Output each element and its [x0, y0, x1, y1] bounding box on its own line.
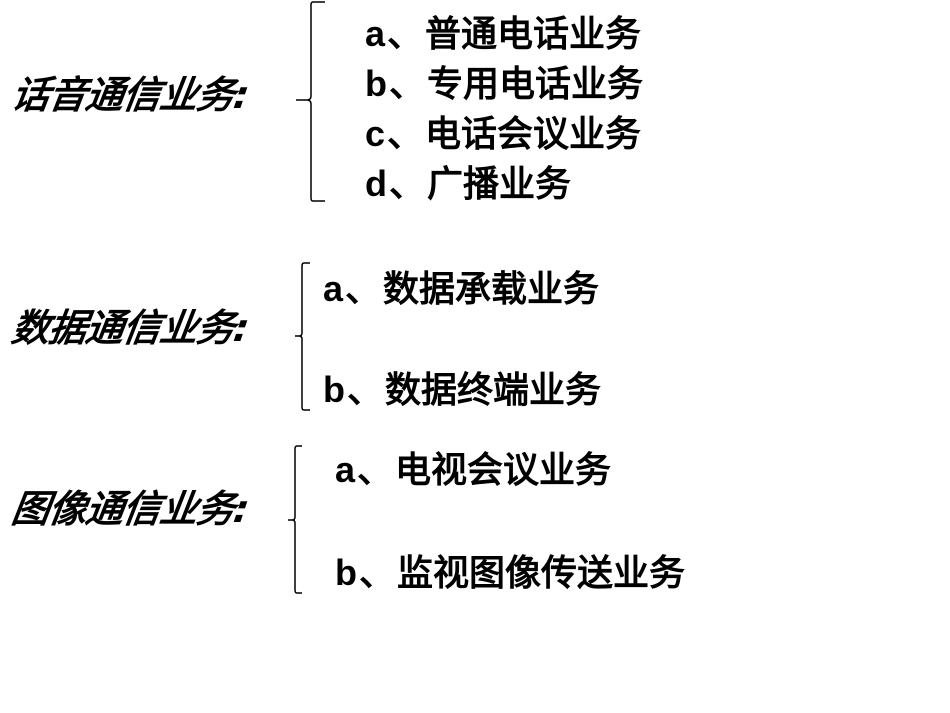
item-marker: c — [365, 113, 386, 154]
item-marker: a — [365, 13, 386, 54]
item-marker: b — [335, 552, 357, 593]
item-text: 电话会议业务 — [425, 114, 642, 155]
item-text: 数据承载业务 — [383, 269, 600, 310]
item-separator: 、 — [387, 14, 424, 55]
item-text: 普通电话业务 — [425, 14, 642, 55]
item-separator: 、 — [357, 450, 394, 491]
list-item-voice-a: a、普通电话业务 — [365, 16, 641, 53]
list-item-data-a: a、数据承载业务 — [323, 271, 599, 308]
item-marker: b — [365, 63, 387, 104]
item-separator: 、 — [345, 269, 382, 310]
item-marker: b — [323, 369, 345, 410]
category-label-voice: 话音通信业务: — [8, 73, 252, 117]
category-label-data: 数据通信业务: — [8, 306, 252, 350]
list-item-voice-b: b、专用电话业务 — [365, 66, 643, 103]
list-item-data-b: b、数据终端业务 — [323, 372, 601, 409]
item-marker: a — [323, 268, 344, 309]
item-separator: 、 — [388, 64, 425, 105]
item-text: 监视图像传送业务 — [397, 553, 686, 594]
item-marker: a — [335, 449, 356, 490]
item-separator: 、 — [346, 370, 383, 411]
item-separator: 、 — [388, 164, 425, 205]
brace-voice — [296, 1, 325, 202]
list-item-voice-c: c、电话会议业务 — [365, 116, 641, 153]
item-text: 广播业务 — [427, 164, 572, 205]
item-text: 专用电话业务 — [427, 64, 644, 105]
category-label-image: 图像通信业务: — [8, 487, 252, 531]
list-item-image-a: a、电视会议业务 — [335, 452, 611, 489]
item-separator: 、 — [387, 114, 424, 155]
list-item-voice-d: d、广播业务 — [365, 166, 571, 203]
item-separator: 、 — [358, 553, 395, 594]
item-text: 数据终端业务 — [385, 370, 602, 411]
brace-image — [288, 445, 302, 594]
list-item-image-b: b、监视图像传送业务 — [335, 555, 685, 592]
item-text: 电视会议业务 — [395, 450, 612, 491]
brace-data — [295, 262, 310, 411]
item-marker: d — [365, 163, 387, 204]
